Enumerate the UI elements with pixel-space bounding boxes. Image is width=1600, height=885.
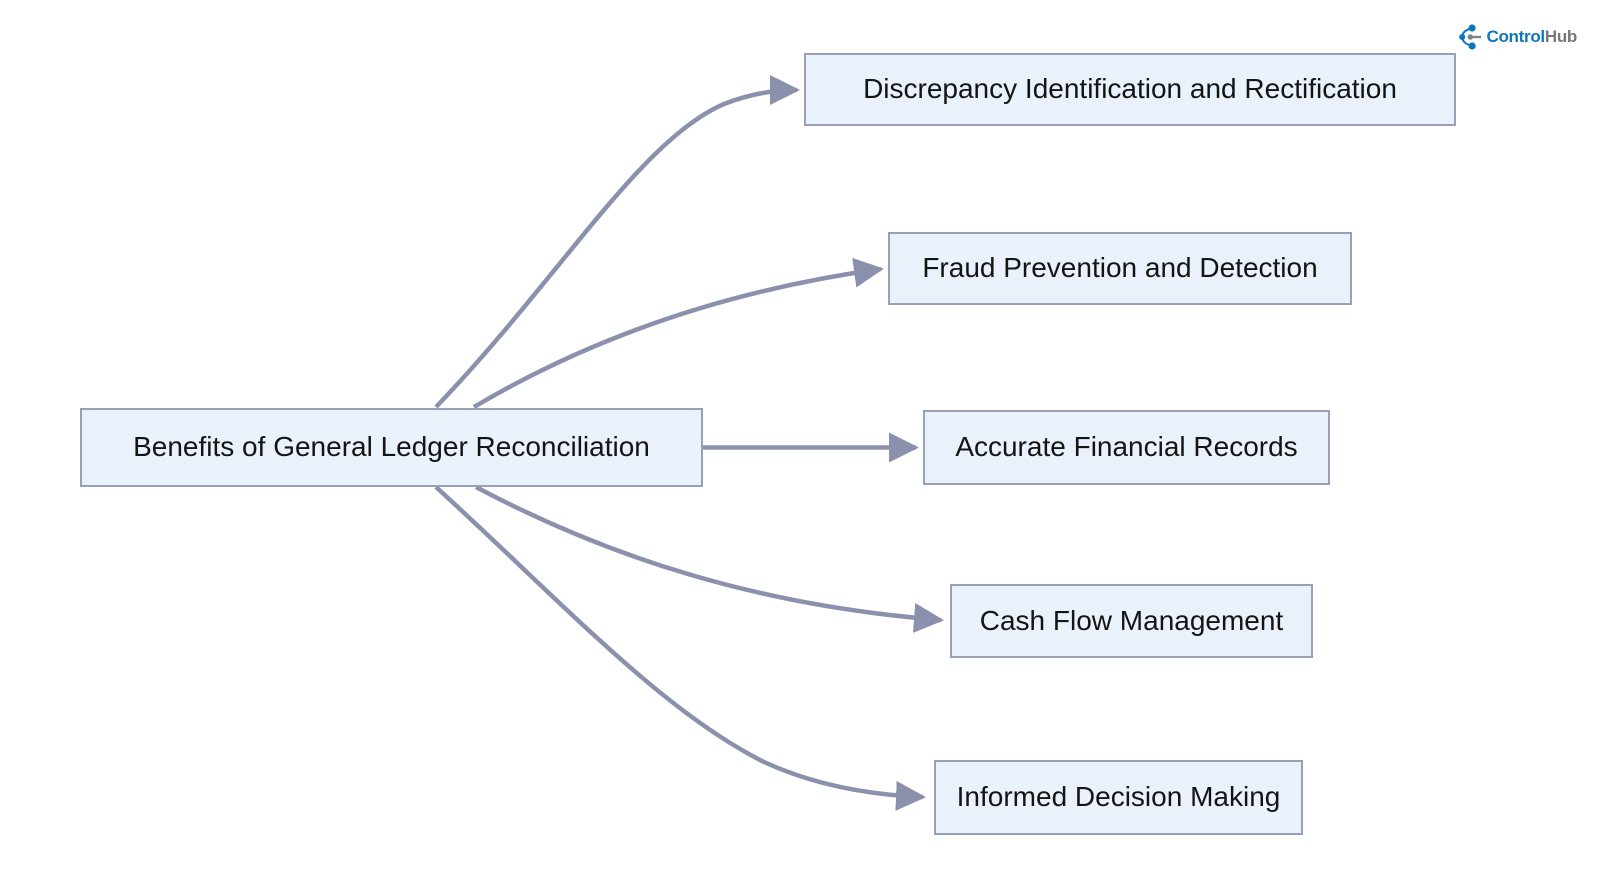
node-informed-decision: Informed Decision Making [934,760,1303,835]
edge-root-to-informed [434,485,926,811]
edge-root-to-discrepancy [434,75,800,409]
node-label: Discrepancy Identification and Rectifica… [863,73,1397,105]
edge-root-to-fraud [472,257,884,409]
node-discrepancy-identification: Discrepancy Identification and Rectifica… [804,53,1456,126]
node-label: Informed Decision Making [956,781,1281,813]
node-cash-flow: Cash Flow Management [950,584,1313,658]
node-label: Fraud Prevention and Detection [922,252,1318,284]
node-root: Benefits of General Ledger Reconciliatio… [80,408,703,487]
logo-text-primary: Control [1486,27,1546,46]
node-root-label: Benefits of General Ledger Reconciliatio… [133,431,650,463]
logo-wordmark: ControlHub [1487,27,1578,47]
edge-root-to-cashflow [474,485,944,633]
logo-text-secondary: Hub [1544,27,1577,46]
node-label: Accurate Financial Records [955,431,1298,463]
node-fraud-prevention: Fraud Prevention and Detection [888,232,1352,305]
node-accurate-records: Accurate Financial Records [923,410,1330,485]
hub-network-icon [1455,23,1482,51]
node-label: Cash Flow Management [979,604,1284,636]
controlhub-logo: ControlHub [1455,23,1578,51]
